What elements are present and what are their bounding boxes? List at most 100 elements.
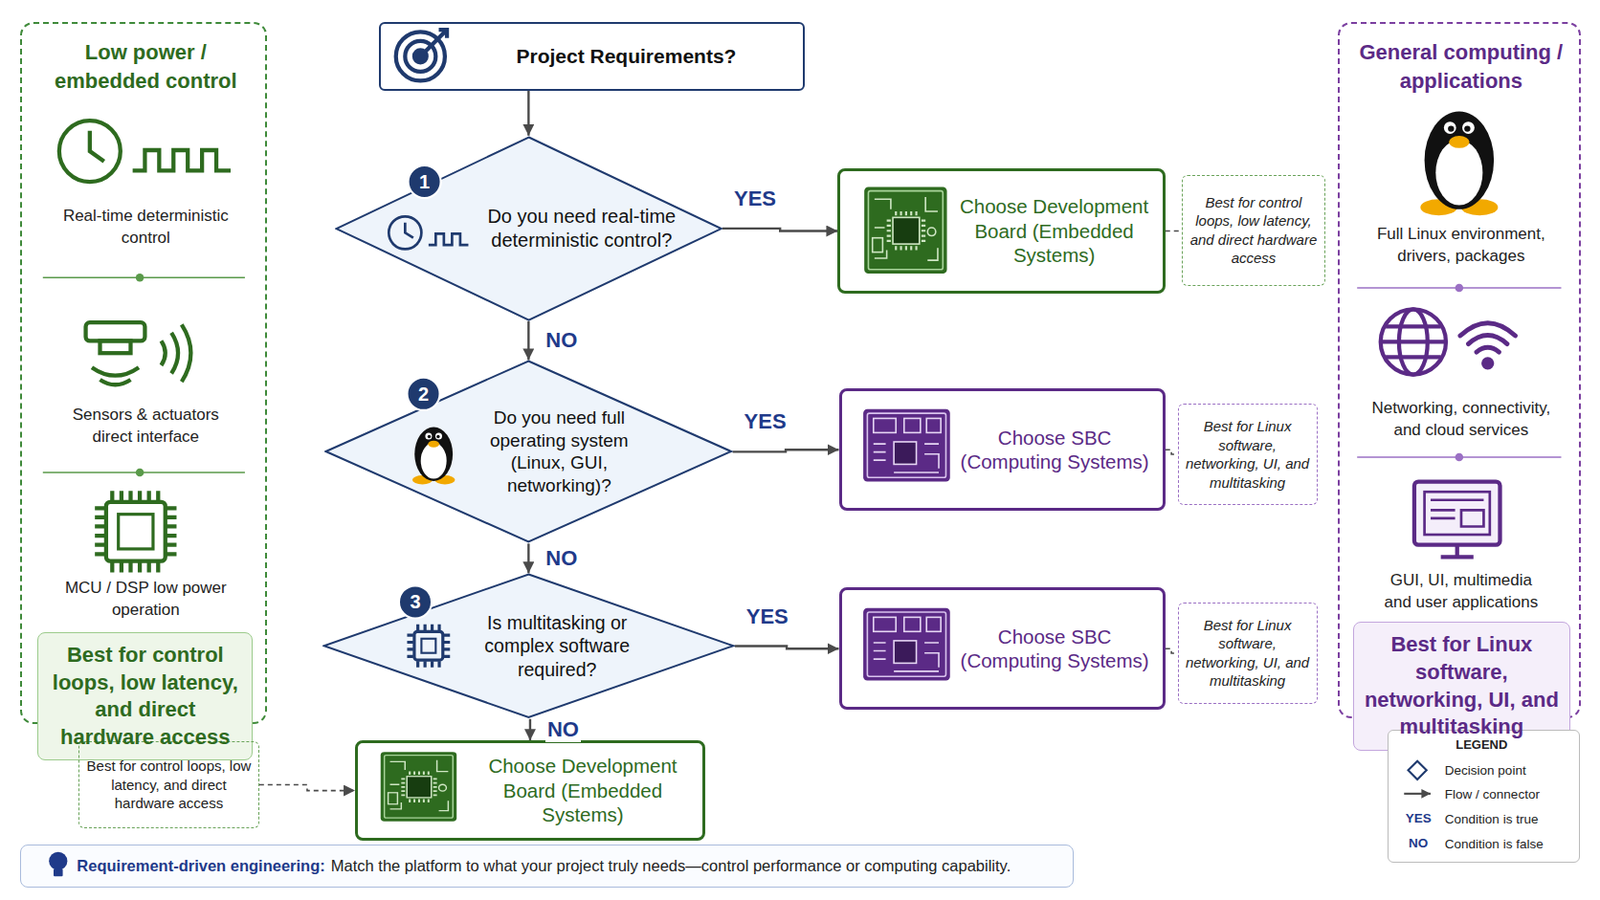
callout-number: 3	[377, 590, 454, 614]
node-text: Choose SBC (Computing Systems)	[955, 425, 1156, 475]
wifi-icon	[1460, 323, 1516, 368]
callout-number: 2	[385, 382, 463, 406]
panel-divider	[135, 273, 145, 283]
panel-divider	[1455, 284, 1465, 293]
text-slot: MCU / DSP low power operation	[57, 577, 235, 623]
clock-wave-icon	[388, 216, 422, 249]
monitor-icon	[1441, 545, 1474, 558]
sensor-icon	[100, 340, 132, 354]
globe-icon	[1399, 309, 1428, 375]
text-wrap: Best for Linux software, networking, UI,…	[1361, 631, 1562, 741]
diamond-shape	[323, 575, 734, 718]
legend-row: Flow / connector	[1444, 786, 1540, 804]
edge-label: YES	[732, 186, 778, 212]
node-text: Best for control loops, low latency, and…	[1188, 193, 1319, 268]
chip-icon	[106, 502, 166, 562]
edge-label: YES	[742, 409, 789, 435]
globe-icon	[1380, 326, 1446, 357]
legend-row: Condition is true	[1444, 811, 1539, 829]
connector	[734, 646, 840, 650]
connector	[1165, 449, 1178, 455]
legend-text: Condition is true	[1444, 811, 1539, 829]
node-text: Is multitasking or complex software requ…	[478, 611, 637, 682]
chip-icon	[416, 627, 443, 665]
monitor-icon	[1414, 482, 1501, 546]
edge-label-slot: YES	[732, 186, 778, 212]
connector	[529, 719, 532, 741]
panel: General computing / applicationsFull Lin…	[1337, 22, 1581, 718]
diamond-shape	[326, 361, 733, 543]
legend-text: Decision point	[1444, 762, 1527, 780]
result-box: Choose Development Board (Embedded Syste…	[837, 168, 1165, 294]
globe-icon	[1380, 309, 1446, 375]
panel-item: Networking, connectivity, and cloud serv…	[1365, 398, 1557, 443]
connector	[733, 449, 840, 452]
clock-wave-icon	[428, 233, 469, 245]
clock-icon	[89, 131, 105, 162]
chip-icon	[110, 495, 163, 568]
connector	[527, 90, 530, 136]
illustration-layer	[1420, 111, 1498, 216]
legend-row: Condition is false	[1444, 836, 1544, 854]
decision-diamond: Is multitasking or complex software requ…	[322, 573, 735, 719]
text-wrap: Choose Development Board (Embedded Syste…	[953, 194, 1155, 268]
node-text: Do you need real-time deterministic cont…	[487, 204, 677, 253]
target-icon	[414, 50, 427, 64]
panel-item: Full Linux environment, drivers, package…	[1365, 223, 1557, 268]
text-wrap: Best for control loops, low latency, and…	[45, 642, 245, 752]
chip-icon	[421, 639, 436, 654]
legend-arrow-symbol	[1403, 793, 1431, 796]
text-wrap: Requirement-driven engineering: Match the…	[76, 857, 1011, 876]
sensor-icon	[86, 322, 192, 385]
panel-heading: Low power / embedded control	[35, 38, 256, 95]
panel-divider	[1356, 284, 1561, 293]
text-wrap: Choose Development Board (Embedded Syste…	[470, 754, 695, 828]
wifi-icon	[1460, 323, 1516, 353]
illustration-layer	[412, 427, 456, 486]
panel: Low power / embedded controlReal-time de…	[20, 22, 267, 725]
text-wrap: Do you need full operating system (Linux…	[473, 359, 645, 544]
clock-wave-icon	[388, 216, 468, 249]
chip-icon	[100, 495, 173, 568]
illustration-layer	[863, 409, 951, 483]
panel-divider	[1356, 453, 1561, 463]
text-wrap: Is multitasking or complex software requ…	[478, 573, 637, 719]
illustration-layer	[380, 752, 457, 823]
chip-icon	[414, 631, 444, 661]
banner-text: Match the platform to what your project …	[331, 857, 1011, 876]
edge-label-slot: NO	[543, 328, 579, 354]
banner-heading: Requirement-driven engineering:	[76, 857, 325, 876]
panel-divider	[135, 468, 145, 478]
node-text: Choose Development Board (Embedded Syste…	[953, 194, 1155, 268]
diamond-outline	[324, 359, 734, 544]
clock-icon	[59, 120, 121, 182]
text-wrap: Choose SBC (Computing Systems)	[955, 425, 1156, 475]
label-slot: LEGEND	[1443, 737, 1520, 754]
tip-banner: Requirement-driven engineering: Match the…	[20, 844, 1073, 889]
note-box: Best for control loops, low latency, and…	[1181, 175, 1326, 286]
legend-sample: NO	[1379, 836, 1457, 852]
panel-item: Sensors & actuators direct interface	[57, 404, 235, 449]
target-icon	[404, 41, 436, 72]
text-wrap: Best for Linux software, networking, UI,…	[1184, 616, 1312, 691]
note-box: Best for Linux software, networking, UI,…	[1177, 602, 1318, 705]
panel-divider	[43, 471, 245, 474]
summary-box: Best for control loops, low latency, and…	[37, 632, 253, 761]
node-text: Project Requirements?	[516, 44, 737, 68]
start-box: Project Requirements?	[378, 22, 806, 90]
text-slot: Low power / embedded control	[35, 38, 256, 95]
diamond-shape	[335, 136, 721, 320]
chip-icon	[118, 514, 154, 550]
panel-item: Real-time deterministic control	[57, 205, 235, 250]
text-wrap: Choose SBC (Computing Systems)	[955, 624, 1156, 674]
connector	[722, 228, 839, 232]
edge-label: NO	[545, 717, 581, 743]
label-slot: 1	[386, 170, 464, 194]
label-slot: YES	[1379, 811, 1457, 827]
edge-label-slot: NO	[543, 546, 579, 572]
legend-diamond-symbol	[1408, 761, 1427, 780]
legend-arrow-symbol	[1403, 793, 1431, 795]
monitor-icon	[1424, 491, 1490, 535]
panel-divider	[1455, 453, 1465, 463]
text-slot: Full Linux environment, drivers, package…	[1365, 223, 1557, 268]
